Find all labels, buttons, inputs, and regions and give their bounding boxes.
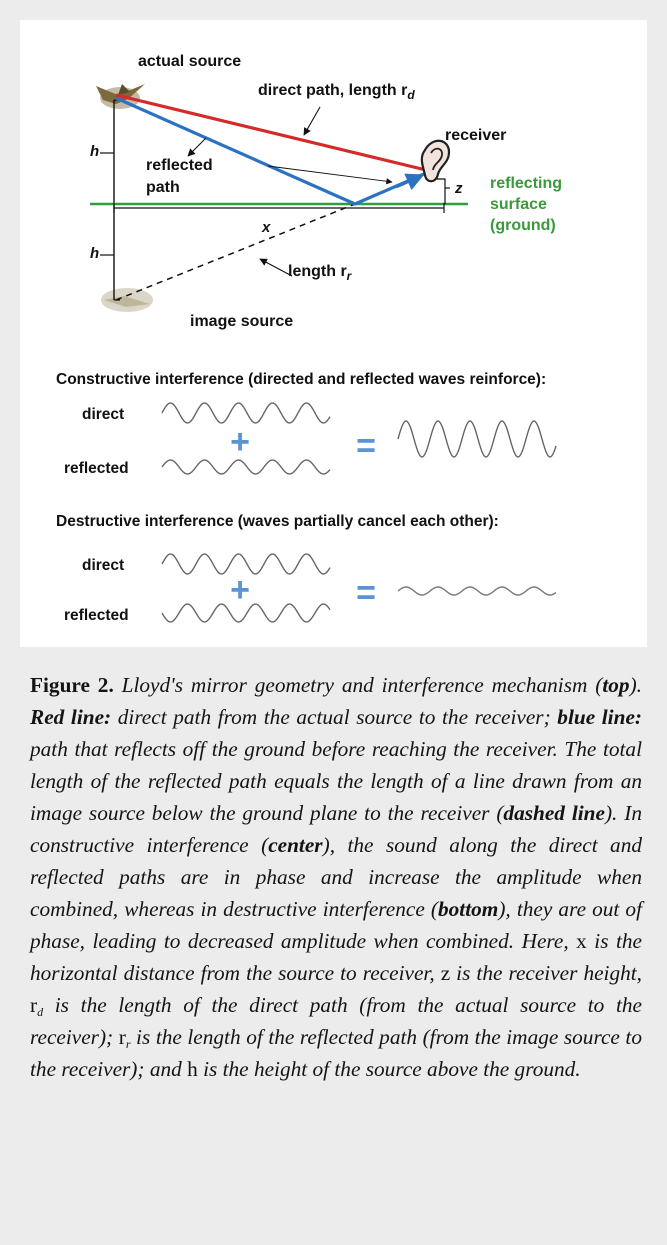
destructive-equals-sign: = <box>356 574 376 612</box>
constructive-plus-sign: + <box>230 423 250 461</box>
h-lower-label: h <box>90 245 99 262</box>
constructive-reflected-label: reflected <box>64 460 129 477</box>
figure-panel: actual source direct path, length rd rec… <box>20 20 647 647</box>
image-source-label: image source <box>190 313 293 330</box>
constructive-equals-sign: = <box>356 427 376 465</box>
h-upper-label: h <box>90 143 99 160</box>
image-path-dashed-line <box>115 203 356 301</box>
destructive-title: Destructive interference (waves partiall… <box>56 513 499 530</box>
image-bird-icon <box>101 288 153 312</box>
receiver-label: receiver <box>445 127 506 144</box>
direct-path-label: direct path, length rd <box>258 82 415 102</box>
destructive-direct-wave <box>161 553 331 575</box>
constructive-direct-wave <box>161 402 331 424</box>
constructive-direct-label: direct <box>82 406 124 423</box>
destructive-sum-wave <box>397 586 557 596</box>
destructive-reflected-wave <box>161 603 331 623</box>
actual-source-label: actual source <box>138 53 241 70</box>
z-bracket <box>430 178 446 204</box>
ear-icon <box>420 139 451 183</box>
z-label: z <box>454 180 463 197</box>
destructive-reflected-label: reflected <box>64 607 129 624</box>
direct-path-line <box>115 93 427 172</box>
lloyds-mirror-diagram: actual source direct path, length rd rec… <box>56 53 562 624</box>
constructive-sum-wave <box>397 420 557 458</box>
x-label: x <box>261 219 271 236</box>
figure-caption: Figure 2. Lloyd's mirror geometry and in… <box>30 673 643 1081</box>
constructive-title: Constructive interference (directed and … <box>56 371 546 388</box>
reflected-length-label: length rr <box>288 263 353 283</box>
caption-label: Figure 2. <box>30 673 114 697</box>
constructive-reflected-wave <box>161 459 331 475</box>
destructive-plus-sign: + <box>230 571 250 609</box>
destructive-direct-label: direct <box>82 557 124 574</box>
